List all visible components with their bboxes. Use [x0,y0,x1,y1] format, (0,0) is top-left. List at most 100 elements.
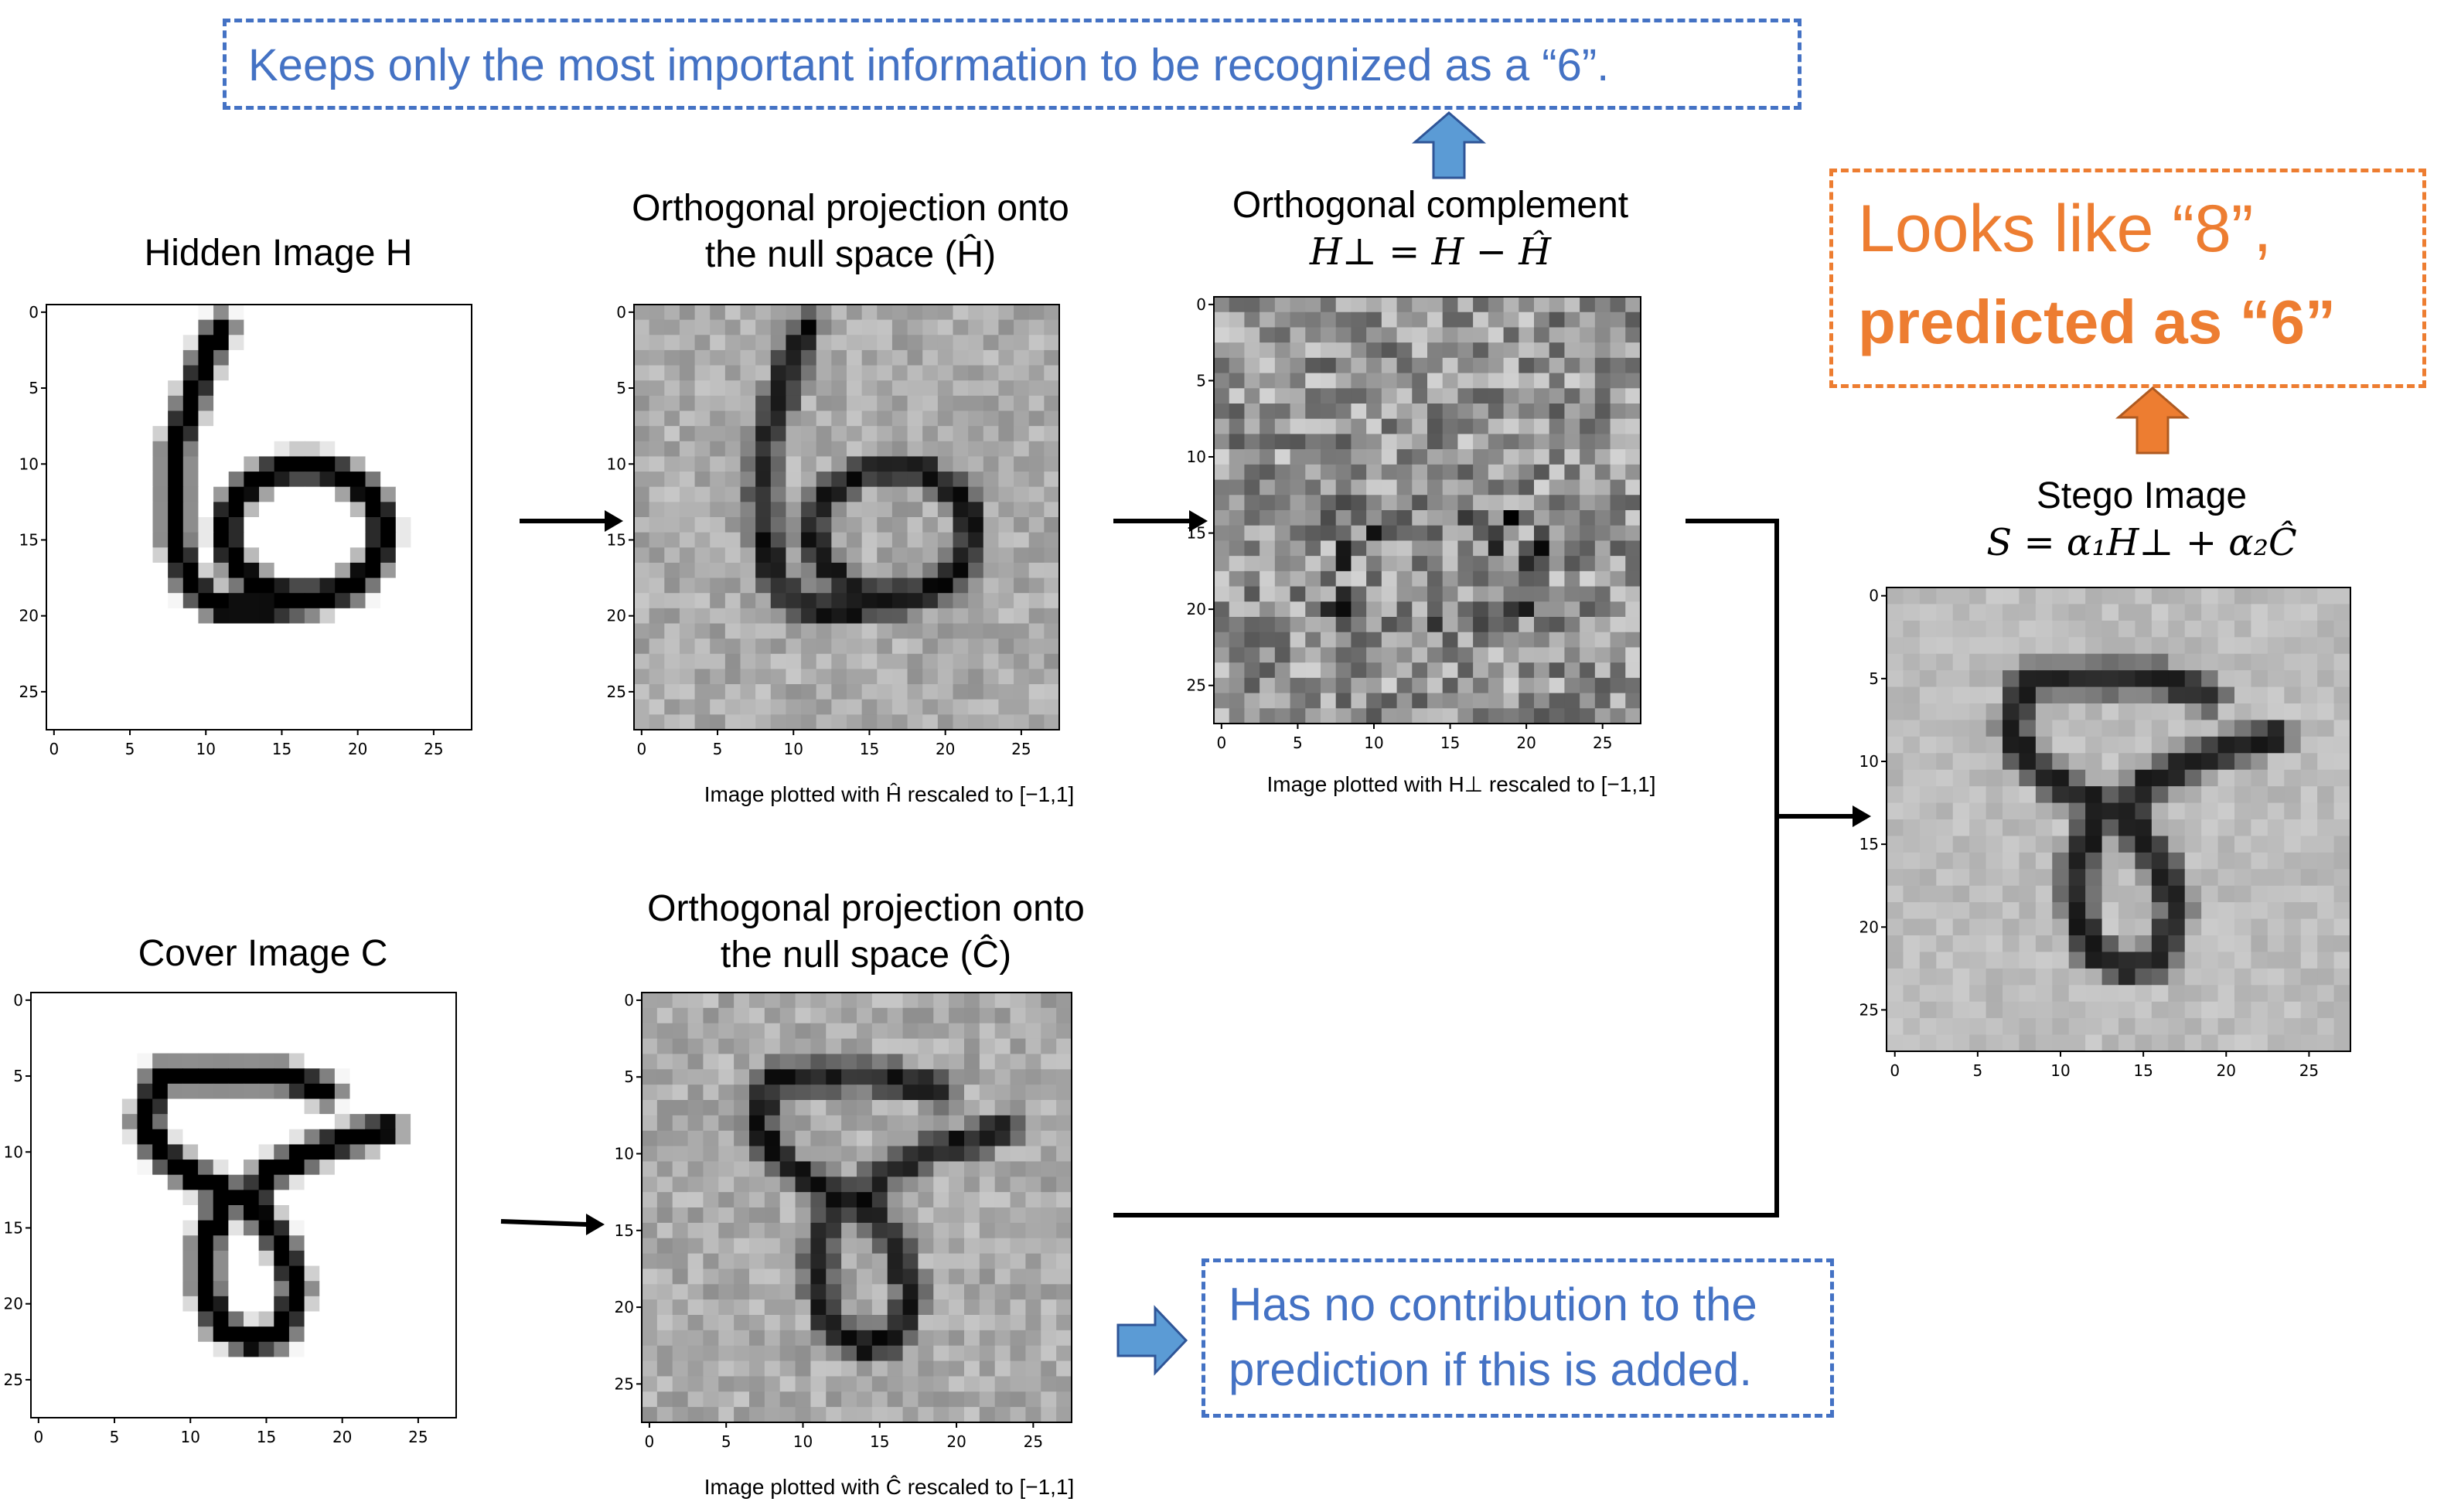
pixel-cell [1014,669,1030,685]
pixel-cell [77,699,93,715]
pixel-cell [1625,434,1641,450]
pixel-cell [937,319,954,335]
pixel-cell [122,486,138,502]
pixel-cell [107,486,123,502]
pixel-cell [1028,653,1045,670]
pixel-cell [1473,662,1489,679]
pixel-cell [786,684,802,700]
pixel-cell [1244,388,1260,404]
pixel-cell [1427,677,1444,694]
pixel-cell [122,517,138,533]
pixel-cell [847,669,863,685]
pixel-cell [77,380,93,397]
pixel-cell [395,639,412,655]
pixel-cell [937,593,954,609]
pixel-cell [152,699,169,715]
pixel-cell [1427,525,1444,542]
pixel-cell [182,577,199,594]
pixel-cell [456,562,472,579]
pixel-cell [907,410,923,427]
pixel-cell [77,410,93,427]
pixel-cell [1214,373,1230,389]
pixel-cell [274,335,290,351]
pixel-cell [1488,708,1505,724]
pixel-cell [1594,479,1611,495]
pixel-cell [831,547,847,564]
pixel-cell [274,699,290,715]
pixel-cell [1366,617,1382,633]
pixel-cell [1028,426,1045,442]
pixel-cell [441,1053,457,1069]
pixel-cell [649,684,665,700]
pixel-cell [304,426,321,442]
pixel-cell [168,335,184,351]
pixel-cell [1321,297,1337,313]
y-tick-label: 10 [19,455,39,473]
pixel-cell [649,517,665,533]
pixel-cell [1351,662,1367,679]
pixel-cell [1519,373,1535,389]
pixel-cell [411,669,427,685]
pixel-cell [274,395,290,412]
pixel-cell [786,577,802,594]
pixel-cell [861,623,878,639]
pixel-cell [983,319,1000,335]
pixel-cell [46,993,62,1009]
pixel-cell [1442,297,1459,313]
pixel-cell [1214,693,1230,709]
pixel-cell [1519,693,1535,709]
pixel-cell [46,577,63,594]
pixel-cell [770,593,787,609]
pixel-cell [634,410,650,427]
pixel-cell [1229,388,1246,404]
pixel-cell [847,532,863,548]
pixel-cell [1366,632,1382,649]
pixel-cell [1412,510,1428,526]
pixel-cell [1519,357,1535,374]
pixel-cell [1473,617,1489,633]
pixel-cell [891,502,908,518]
pixel-cell [1274,312,1291,329]
pixel-cell [411,305,427,321]
pixel-cell [786,669,802,685]
pixel-cell [1335,404,1352,420]
pixel-cell [907,472,923,488]
pixel-cell [907,684,923,700]
pixel-cell [816,410,832,427]
pixel-cell [198,502,214,518]
pixel-cell [259,684,275,700]
pixel-cell [1564,662,1580,679]
pixel-cell [213,562,230,579]
pixel-cell [1014,335,1030,351]
pixel-cell [1014,486,1030,502]
pixel-cell [107,684,123,700]
pixel-cell [1366,708,1382,724]
pixel-cell [1244,464,1260,481]
pixel-cell [46,502,63,518]
pixel-cell [1335,617,1352,633]
pixel-cell [1305,586,1321,602]
pixel-cell [1335,327,1352,343]
pixel-cell [152,410,169,427]
pixel-cell [1610,495,1626,511]
pixel-cell [274,486,290,502]
pixel-cell [167,1023,184,1039]
pixel-cell [1442,693,1459,709]
pixel-cell [907,349,923,366]
pixel-cell [1427,418,1444,435]
pixel-cell [891,669,908,685]
pixel-cell [861,547,878,564]
pixel-cell [244,517,260,533]
pixel-cell [1321,540,1337,557]
pixel-cell [1396,495,1413,511]
pixel-cell [649,426,665,442]
pixel-cell [755,608,772,625]
pixel-cell [168,684,184,700]
pixel-cell [244,639,260,655]
pixel-cell [274,349,290,366]
pixel-cell [877,593,893,609]
pixel-cell [1351,495,1367,511]
pixel-cell [411,1068,427,1085]
pixel-cell [1594,617,1611,633]
pixel-cell [801,562,817,579]
